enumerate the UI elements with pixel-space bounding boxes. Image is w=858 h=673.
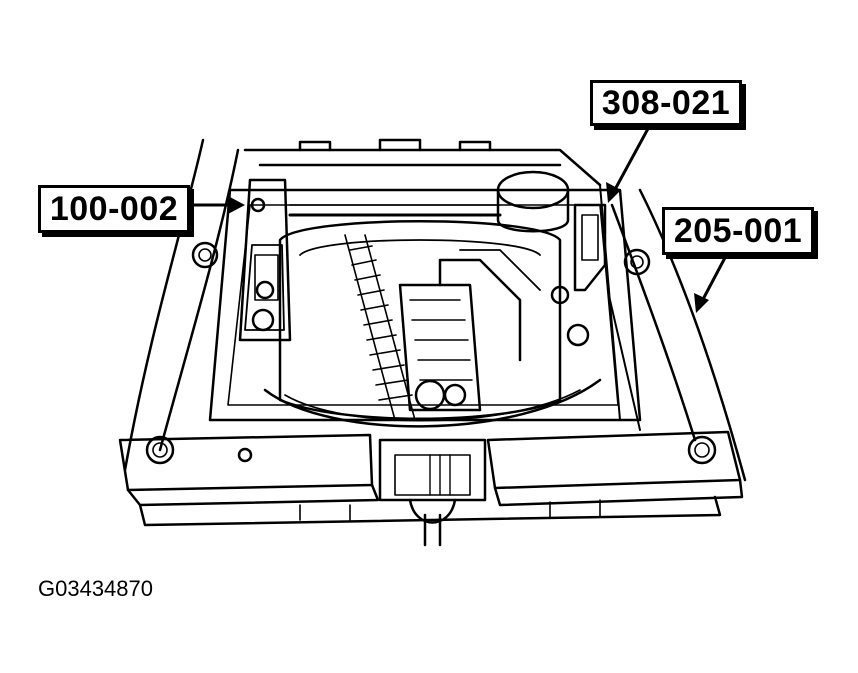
carrier-bottom-arc: [263, 378, 602, 428]
bottom-bar-left: [118, 433, 380, 507]
ring-gear: [344, 234, 416, 421]
dial-indicator: [288, 170, 607, 292]
base-plate: [138, 495, 722, 527]
callout-205-001: 205-001: [662, 207, 814, 255]
bottom-bar-right: [486, 430, 744, 507]
housing-left-edge: [123, 138, 205, 472]
pinion-yoke: [378, 438, 487, 547]
housing-left-inner-edge: [158, 148, 240, 452]
left-tool-clamp: [238, 178, 292, 342]
housing-right-edge: [638, 188, 747, 482]
arrowhead-205-001: [694, 293, 709, 313]
leader-205-001: [698, 250, 730, 307]
leader-308-021: [610, 123, 652, 197]
gasket-flange: [208, 188, 642, 422]
callout-308-021: 308-021: [590, 80, 742, 126]
callout-100-002: 100-002: [38, 185, 190, 233]
figure-id: G03434870: [38, 576, 153, 601]
housing-top-lip: [243, 148, 602, 187]
housing-bolts: [191, 241, 651, 347]
differential-case: [398, 283, 482, 412]
arrowhead-100-002: [228, 196, 245, 214]
arrowhead-308-021: [606, 182, 621, 203]
